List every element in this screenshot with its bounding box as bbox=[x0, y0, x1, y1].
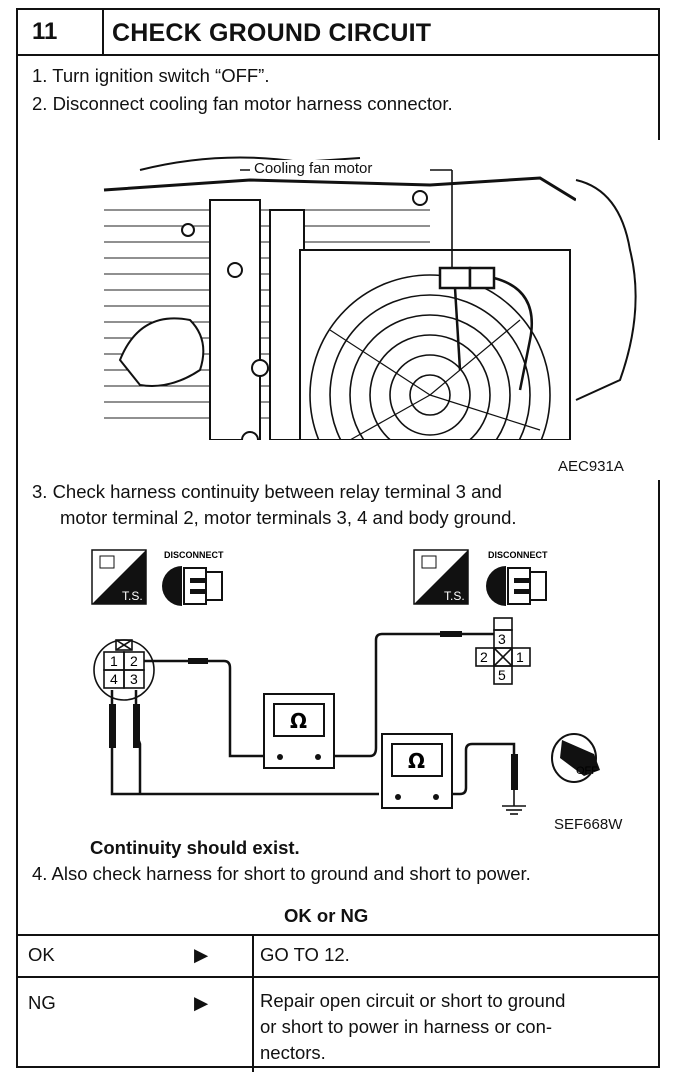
cooling-fan-illustration bbox=[100, 140, 660, 480]
continuity-wiring-diagram: T.S. DISCONNECT T.S. DISCONNECT bbox=[91, 549, 600, 815]
ts-label-left: T.S. bbox=[122, 589, 143, 603]
result-action-ng-line-3: nectors. bbox=[260, 1042, 326, 1063]
page-title: CHECK GROUND CIRCUIT bbox=[112, 19, 432, 47]
ohm-symbol-2: Ω bbox=[408, 749, 425, 773]
arrow-right-icon: ▶ bbox=[194, 944, 209, 965]
ohmmeter-icon-1 bbox=[263, 693, 335, 769]
result-action-ok: GO TO 12. bbox=[260, 944, 350, 965]
continuity-requirement: Continuity should exist. bbox=[90, 837, 300, 858]
result-label-ok: OK bbox=[28, 944, 55, 965]
disconnect-connector-icon-right bbox=[486, 566, 547, 606]
ohm-symbol-1: Ω bbox=[290, 709, 307, 733]
motor-terminal-1: 1 bbox=[110, 653, 118, 669]
instruction-step-4: 4. Also check harness for short to groun… bbox=[32, 863, 531, 884]
ground-symbol-icon bbox=[502, 790, 526, 815]
relay-terminal-2: 2 bbox=[480, 649, 488, 665]
ok-ng-title: OK or NG bbox=[284, 905, 369, 926]
relay-terminal-3: 3 bbox=[498, 631, 506, 647]
divider bbox=[252, 936, 254, 978]
test-symbol-icon-right bbox=[413, 549, 469, 605]
motor-connector bbox=[93, 639, 155, 701]
result-action-ng-line-2: or short to power in harness or con- bbox=[260, 1016, 553, 1037]
motor-terminal-2: 2 bbox=[130, 653, 138, 669]
divider bbox=[252, 978, 254, 1072]
ignition-key-off-icon bbox=[551, 733, 600, 783]
disconnect-connector-icon-left bbox=[162, 566, 223, 606]
disconnect-label-right: DISCONNECT bbox=[488, 550, 548, 560]
result-row-ok: OK ▶ GO TO 12. bbox=[18, 934, 658, 978]
result-label-ng: NG bbox=[28, 992, 56, 1013]
ohmmeter-icon-2 bbox=[381, 733, 453, 809]
test-symbol-icon-left bbox=[91, 549, 147, 605]
figure-code-1: AEC931A bbox=[558, 458, 624, 475]
figure-code-2: SEF668W bbox=[554, 816, 623, 833]
ts-label-right: T.S. bbox=[444, 589, 465, 603]
relay-terminal-1: 1 bbox=[516, 649, 524, 665]
instruction-step-1: 1. Turn ignition switch “OFF”. bbox=[32, 65, 270, 86]
procedure-frame: 11 CHECK GROUND CIRCUIT 1. Turn ignition… bbox=[16, 8, 660, 1072]
procedure-header: 11 CHECK GROUND CIRCUIT bbox=[18, 10, 658, 56]
result-row-ng: NG ▶ Repair open circuit or short to gro… bbox=[18, 976, 658, 1072]
relay-connector bbox=[475, 617, 531, 685]
off-label: OFF bbox=[576, 765, 598, 777]
motor-terminal-4: 4 bbox=[110, 671, 118, 687]
result-action-ng-line-1: Repair open circuit or short to ground bbox=[260, 990, 566, 1011]
motor-terminal-3: 3 bbox=[130, 671, 138, 687]
arrow-right-icon: ▶ bbox=[194, 992, 209, 1013]
cooling-fan-motor-callout: Cooling fan motor bbox=[250, 160, 377, 177]
step-number: 11 bbox=[18, 10, 104, 54]
instruction-step-3-continued: motor terminal 2, motor terminals 3, 4 a… bbox=[60, 507, 517, 528]
instruction-step-2: 2. Disconnect cooling fan motor harness … bbox=[32, 93, 453, 114]
instruction-step-3: 3. Check harness continuity between rela… bbox=[32, 481, 502, 502]
relay-terminal-5: 5 bbox=[498, 667, 506, 683]
disconnect-label-left: DISCONNECT bbox=[164, 550, 224, 560]
